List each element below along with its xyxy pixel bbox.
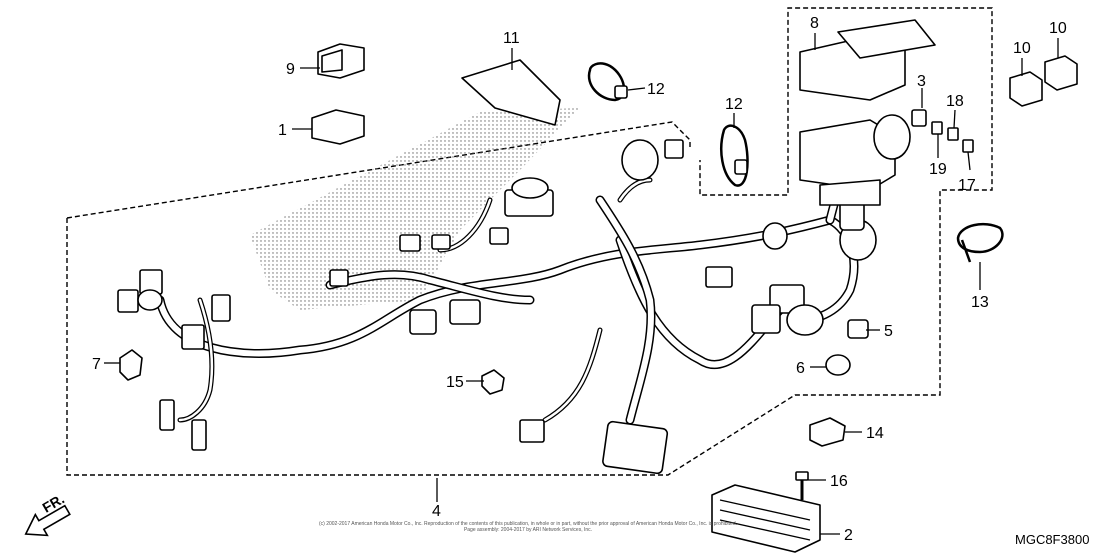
callout-19: 19	[929, 161, 947, 178]
callout-10-right: 10	[1049, 20, 1067, 37]
regulator-rectifier-2[interactable]	[711, 484, 821, 553]
callout-2: 2	[844, 527, 853, 544]
callout-7: 7	[92, 356, 101, 373]
clip-15[interactable]	[481, 369, 505, 395]
relay-10-left[interactable]	[1009, 71, 1043, 107]
harness-assembly-outline	[66, 7, 993, 476]
clip-14[interactable]	[809, 417, 846, 447]
band-12-lower[interactable]	[720, 124, 749, 187]
clip-7[interactable]	[119, 349, 143, 381]
callout-4: 4	[432, 503, 441, 520]
callout-1: 1	[278, 122, 287, 139]
band-12-upper[interactable]	[587, 62, 628, 102]
fuse-17[interactable]	[962, 139, 974, 153]
harness-cover-11[interactable]	[461, 59, 561, 126]
callout-15: 15	[446, 374, 464, 391]
callout-17: 17	[958, 177, 976, 194]
relay-cover-9[interactable]	[317, 43, 365, 79]
shading-area	[250, 108, 580, 310]
cap-6[interactable]	[825, 354, 851, 376]
fuse-19[interactable]	[931, 121, 943, 135]
callout-5: 5	[884, 323, 893, 340]
callout-11: 11	[503, 30, 520, 47]
relay-10-right[interactable]	[1044, 55, 1078, 91]
front-direction-arrow: FR.	[24, 491, 71, 537]
diagram-code: MGC8F3800	[1015, 532, 1090, 547]
callout-8: 8	[810, 15, 819, 32]
fuse-18[interactable]	[947, 127, 959, 141]
callout-12-lower: 12	[725, 96, 743, 113]
callout-14: 14	[866, 425, 884, 442]
bolt-16[interactable]	[795, 471, 809, 500]
callout-13: 13	[971, 294, 989, 311]
clip-5[interactable]	[847, 319, 869, 339]
callout-6: 6	[796, 360, 805, 377]
holder-1[interactable]	[311, 109, 365, 145]
fuse-3[interactable]	[911, 109, 927, 127]
fuse-box-cover[interactable]	[799, 19, 936, 101]
callout-9: 9	[286, 61, 295, 78]
copyright-notice: (c) 2002-2017 American Honda Motor Co., …	[318, 521, 737, 533]
callout-16: 16	[830, 473, 848, 490]
callout-12-upper: 12	[647, 81, 665, 98]
fuse-box[interactable]	[799, 114, 911, 206]
callout-3: 3	[917, 73, 926, 90]
leader-lines	[104, 33, 1059, 535]
callout-18: 18	[946, 93, 964, 110]
callout-10-left: 10	[1013, 40, 1031, 57]
band-13[interactable]	[956, 222, 1004, 263]
